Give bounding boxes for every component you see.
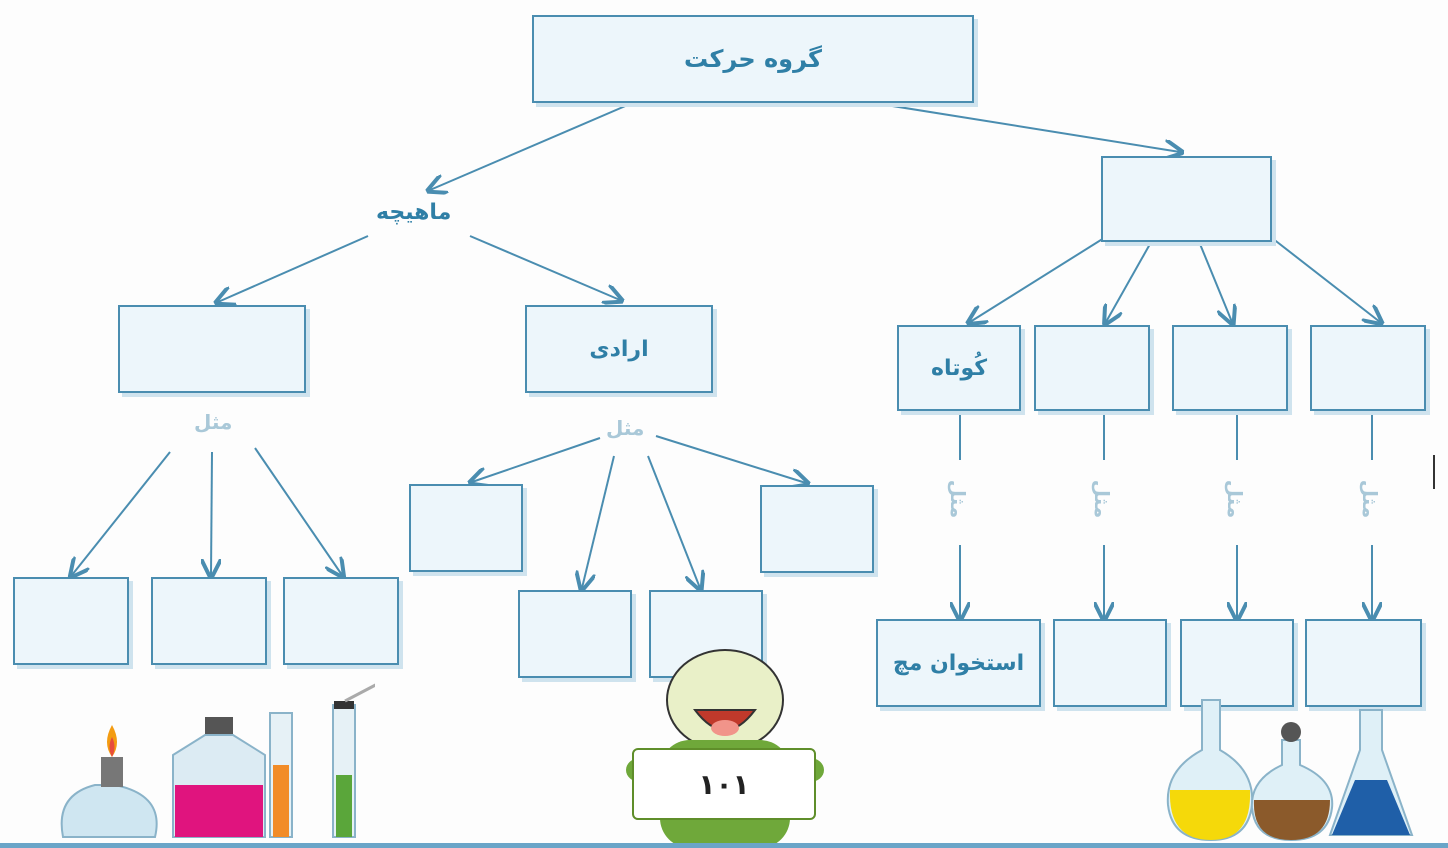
muscle-type-label: ارادی bbox=[589, 336, 649, 362]
bone-type-box-1[interactable] bbox=[1310, 325, 1426, 411]
voluntary-example-box-1[interactable] bbox=[409, 484, 523, 572]
page-number: ۱۰۱ bbox=[698, 767, 750, 801]
lab-equipment-left-illustration bbox=[60, 683, 375, 838]
bone-type-box-short[interactable]: کُوتاه bbox=[897, 325, 1021, 411]
example-label: مثل bbox=[606, 416, 645, 440]
example-label: مثل bbox=[1090, 479, 1115, 519]
muscle-example-box-1[interactable] bbox=[13, 577, 129, 665]
muscle-label: ماهیچه bbox=[376, 200, 452, 225]
bone-type-box-3[interactable] bbox=[1034, 325, 1150, 411]
muscle-type-box-voluntary[interactable]: ارادی bbox=[525, 305, 713, 393]
muscle-example-box-3[interactable] bbox=[283, 577, 399, 665]
page-number-sign: ۱۰۱ bbox=[632, 748, 816, 820]
example-label: مثل bbox=[1358, 479, 1383, 519]
bone-example-box-1[interactable] bbox=[1305, 619, 1422, 707]
bone-example-box-wrist[interactable]: استخوان مچ bbox=[876, 619, 1041, 707]
lab-flasks-right-illustration bbox=[1166, 699, 1414, 842]
root-concept-label: گروه حرکت bbox=[684, 45, 822, 73]
bone-example-box-3[interactable] bbox=[1053, 619, 1167, 707]
example-label: مثل bbox=[194, 410, 233, 434]
muscle-type-box-1[interactable] bbox=[118, 305, 306, 393]
muscle-example-box-2[interactable] bbox=[151, 577, 267, 665]
stray-mark bbox=[1433, 455, 1435, 489]
bone-example-box-2[interactable] bbox=[1180, 619, 1294, 707]
right-branch-answer-box[interactable] bbox=[1101, 156, 1272, 242]
root-concept-box: گروه حرکت bbox=[532, 15, 974, 103]
bone-example-label: استخوان مچ bbox=[892, 650, 1025, 676]
bottom-rule bbox=[0, 843, 1448, 848]
voluntary-example-box-2[interactable] bbox=[518, 590, 632, 678]
bone-type-label: کُوتاه bbox=[930, 355, 988, 381]
voluntary-example-box-4[interactable] bbox=[760, 485, 874, 573]
example-label: مثل bbox=[946, 479, 971, 519]
example-label: مثل bbox=[1223, 479, 1248, 519]
bone-type-box-2[interactable] bbox=[1172, 325, 1288, 411]
